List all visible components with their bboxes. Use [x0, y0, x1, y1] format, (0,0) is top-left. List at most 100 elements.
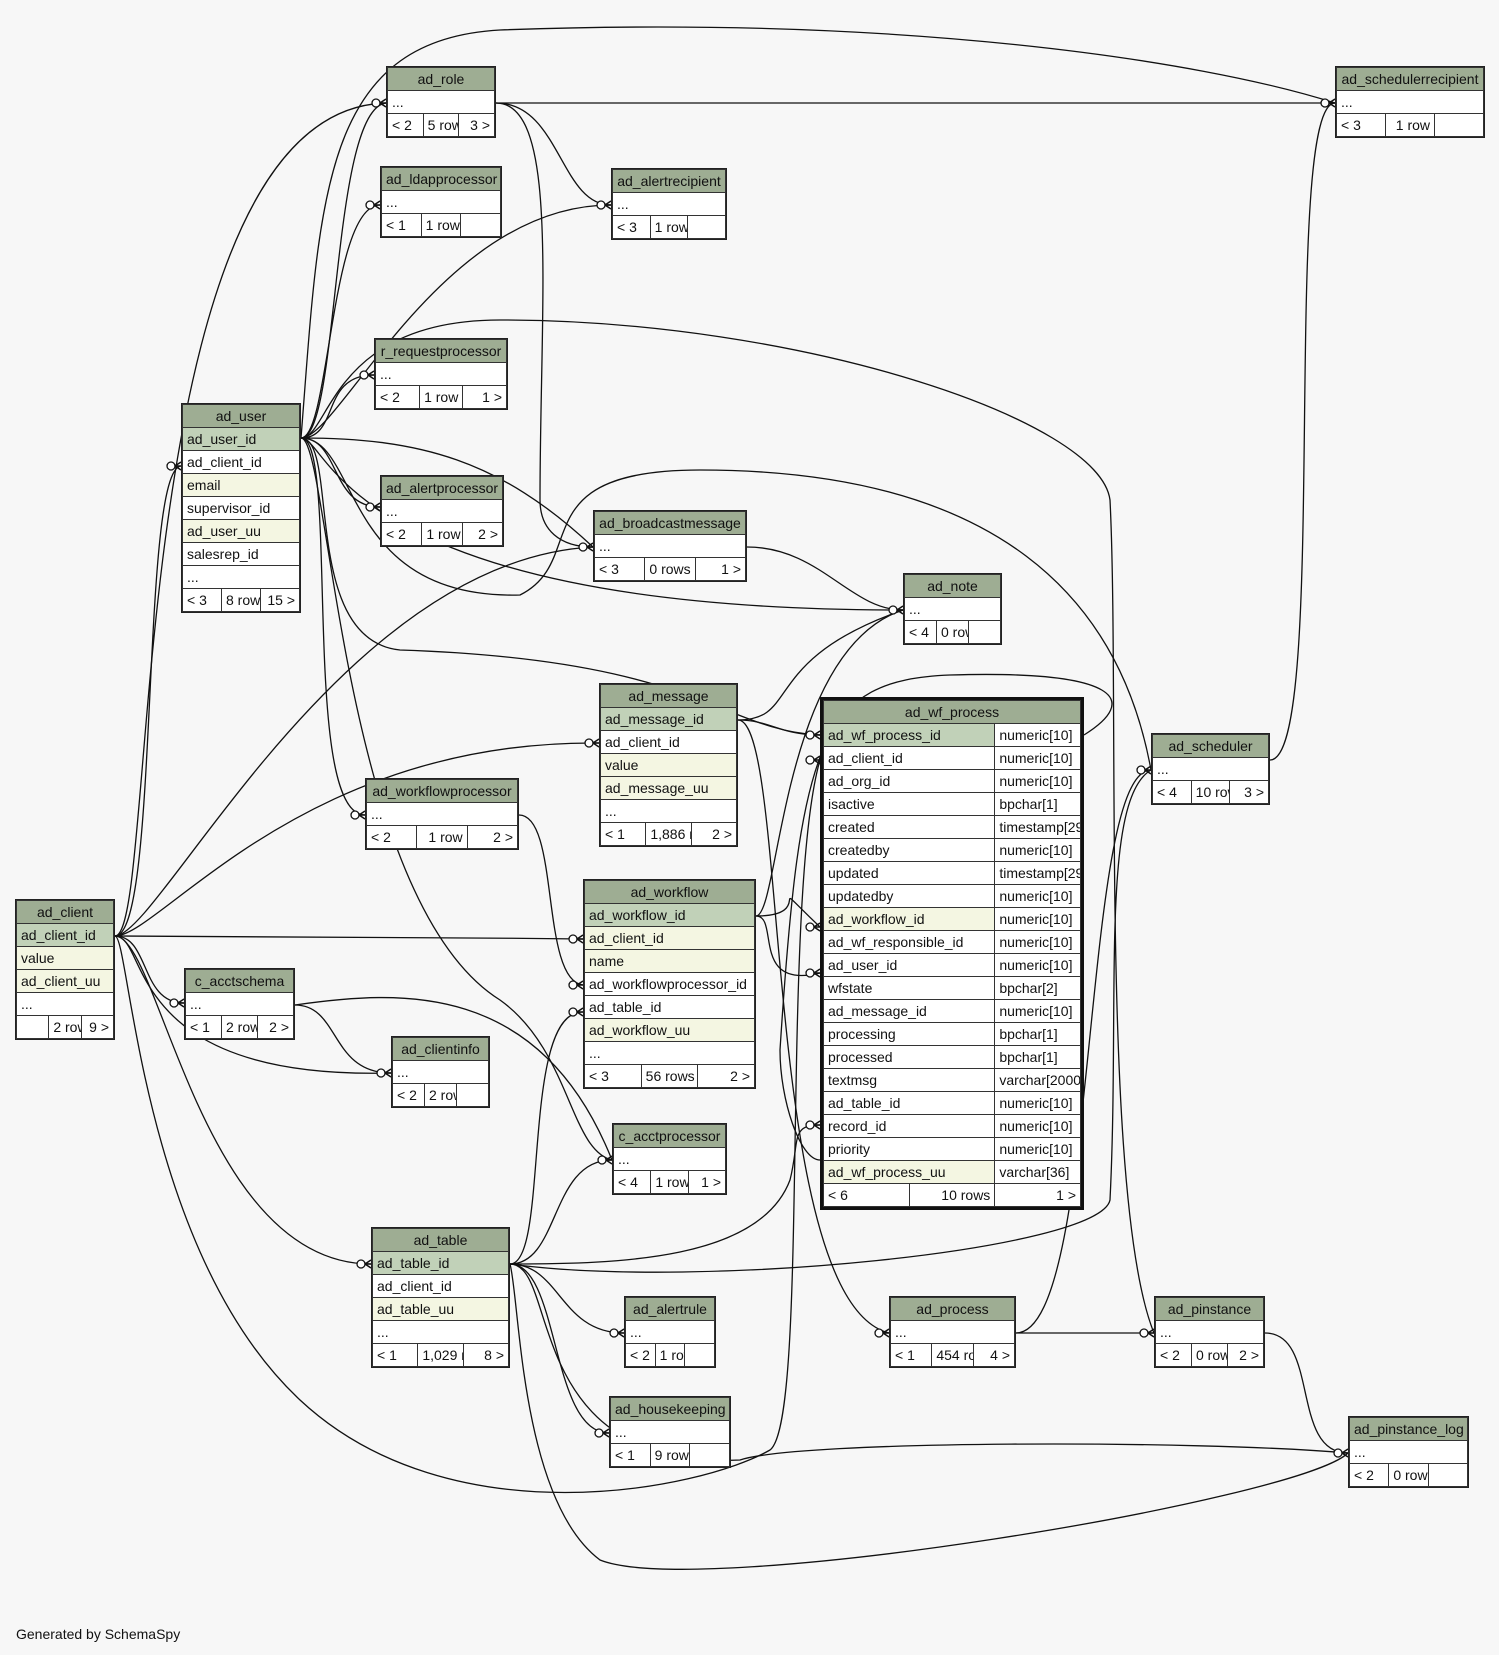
- parents-link[interactable]: < 2: [375, 385, 420, 409]
- parents-link[interactable]: < 6: [823, 1183, 910, 1207]
- parents-link[interactable]: < 1: [599, 822, 647, 846]
- parents-link[interactable]: < 1: [185, 1015, 222, 1039]
- parents-link[interactable]: < 2: [1155, 1343, 1192, 1367]
- table-header[interactable]: ad_workflowprocessor: [366, 779, 518, 803]
- children-link[interactable]: 2 >: [257, 1015, 294, 1039]
- table-header[interactable]: ad_process: [890, 1297, 1015, 1321]
- children-link[interactable]: 8 >: [462, 1343, 510, 1367]
- children-link[interactable]: [1427, 1463, 1469, 1487]
- children-link[interactable]: 2 >: [1227, 1343, 1264, 1367]
- parents-link[interactable]: < 3: [612, 215, 651, 239]
- row-count: 1 row: [654, 1343, 686, 1367]
- children-link[interactable]: 2 >: [697, 1064, 755, 1088]
- parents-link[interactable]: < 4: [1152, 780, 1192, 804]
- table-ad-note[interactable]: ad_note...< 40 rows: [903, 573, 1002, 645]
- table-header[interactable]: ad_note: [904, 574, 1001, 598]
- children-link[interactable]: [689, 1443, 730, 1467]
- column-name: ad_table_id: [822, 1091, 996, 1115]
- table-header[interactable]: ad_clientinfo: [392, 1037, 489, 1061]
- parents-link[interactable]: < 3: [1336, 113, 1386, 137]
- parents-link[interactable]: [15, 1015, 50, 1039]
- parents-link[interactable]: < 2: [1348, 1463, 1390, 1487]
- parents-link[interactable]: < 2: [625, 1343, 656, 1367]
- children-link[interactable]: 2 >: [461, 522, 504, 546]
- table-ad-pinstance-log[interactable]: ad_pinstance_log...< 20 rows: [1348, 1416, 1469, 1488]
- children-link[interactable]: 15 >: [260, 588, 300, 612]
- children-link[interactable]: 3 >: [458, 113, 495, 137]
- table-header[interactable]: ad_alertrecipient: [612, 169, 726, 193]
- children-link[interactable]: 1 >: [462, 385, 507, 409]
- parents-link[interactable]: < 1: [371, 1343, 419, 1367]
- table-header[interactable]: ad_pinstance_log: [1349, 1417, 1468, 1441]
- parents-link[interactable]: < 2: [387, 113, 424, 137]
- table-header[interactable]: ad_wf_process: [823, 700, 1081, 724]
- table-ad-scheduler[interactable]: ad_scheduler...< 410 rows3 >: [1151, 733, 1270, 805]
- children-link[interactable]: 3 >: [1229, 780, 1269, 804]
- table-header[interactable]: c_acctprocessor: [613, 1124, 726, 1148]
- table-header[interactable]: ad_role: [387, 67, 495, 91]
- parents-link[interactable]: < 2: [380, 522, 423, 546]
- table-header[interactable]: ad_housekeeping: [610, 1397, 730, 1421]
- table-header[interactable]: ad_alertprocessor: [381, 476, 503, 500]
- children-link[interactable]: 2 >: [466, 825, 519, 849]
- table-header[interactable]: ad_ldapprocessor: [381, 167, 501, 191]
- parents-link[interactable]: < 1: [610, 1443, 651, 1467]
- children-link[interactable]: [1434, 113, 1484, 137]
- table-ad-alertrule[interactable]: ad_alertrule...< 21 row: [624, 1296, 716, 1368]
- parents-link[interactable]: < 4: [612, 1170, 652, 1194]
- children-link[interactable]: [968, 620, 1001, 644]
- children-link[interactable]: 1 >: [694, 557, 747, 581]
- table-header[interactable]: ad_client: [16, 900, 114, 924]
- table-ad-housekeeping[interactable]: ad_housekeeping...< 19 rows: [609, 1396, 731, 1468]
- relationship-line: [509, 769, 1152, 1273]
- parents-link[interactable]: < 4: [904, 620, 937, 644]
- parents-link[interactable]: < 1: [381, 213, 422, 237]
- children-link[interactable]: 1 >: [687, 1170, 727, 1194]
- children-link[interactable]: [460, 213, 501, 237]
- children-link[interactable]: [687, 215, 726, 239]
- children-link[interactable]: 1 >: [994, 1183, 1081, 1207]
- children-link[interactable]: 9 >: [80, 1015, 115, 1039]
- table-header[interactable]: c_acctschema: [185, 969, 294, 993]
- table-header[interactable]: ad_schedulerrecipient: [1336, 67, 1484, 91]
- parents-link[interactable]: < 3: [182, 588, 222, 612]
- children-link[interactable]: 2 >: [690, 822, 738, 846]
- table-header[interactable]: ad_alertrule: [625, 1297, 715, 1321]
- parents-link[interactable]: < 2: [365, 825, 418, 849]
- table-header[interactable]: ad_message: [600, 684, 737, 708]
- table-header[interactable]: ad_workflow: [584, 880, 755, 904]
- relationship-line: [114, 465, 182, 937]
- children-link[interactable]: [684, 1343, 715, 1367]
- table-ad-role[interactable]: ad_role...< 25 rows3 >: [386, 66, 496, 138]
- children-link[interactable]: [456, 1083, 489, 1107]
- parents-link[interactable]: < 2: [392, 1083, 425, 1107]
- children-link[interactable]: 4 >: [972, 1343, 1016, 1367]
- parents-link[interactable]: < 3: [593, 557, 646, 581]
- parents-link[interactable]: < 1: [889, 1343, 933, 1367]
- parents-link[interactable]: < 3: [584, 1064, 642, 1088]
- table-header[interactable]: ad_broadcastmessage: [594, 511, 746, 535]
- table-header[interactable]: ad_table: [372, 1228, 509, 1252]
- table-header[interactable]: r_requestprocessor: [375, 339, 507, 363]
- table-header[interactable]: ad_pinstance: [1155, 1297, 1264, 1321]
- table-header[interactable]: ad_scheduler: [1152, 734, 1269, 758]
- table-header[interactable]: ad_user: [182, 404, 300, 428]
- table-ad-clientinfo[interactable]: ad_clientinfo...< 22 rows: [391, 1036, 490, 1108]
